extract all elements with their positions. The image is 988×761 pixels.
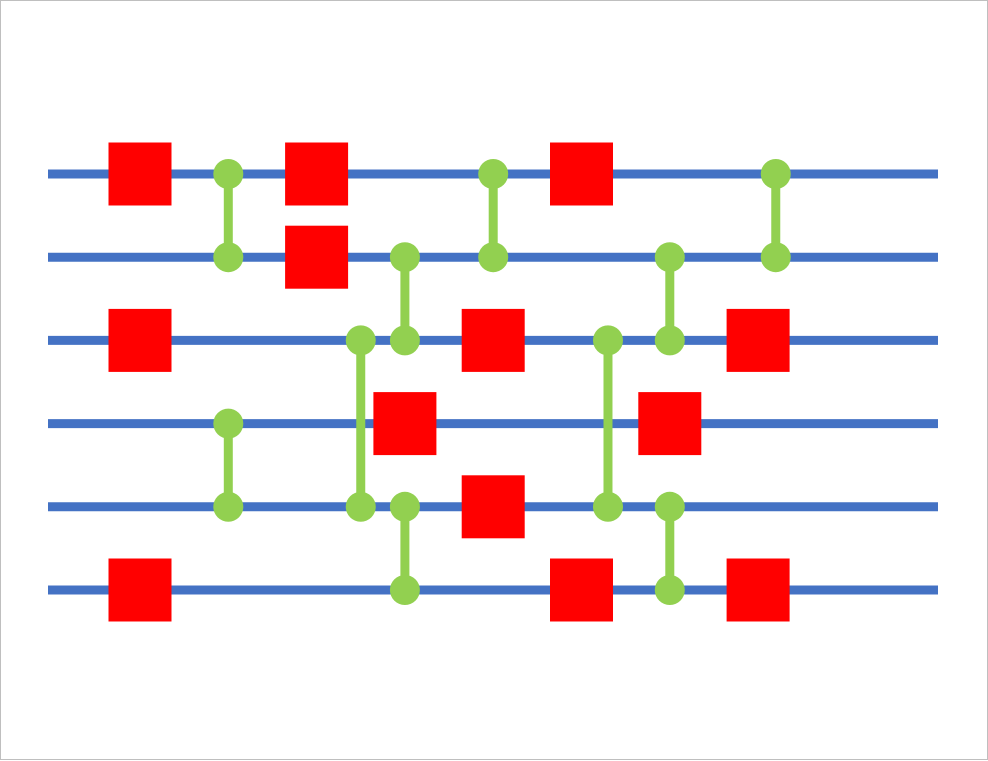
two-qubit-gate-nodes bbox=[213, 159, 791, 605]
single-qubit-gate-1 bbox=[108, 308, 172, 372]
two-qubit-gate-node-6-b bbox=[592, 491, 623, 522]
two-qubit-gate-node-3-a bbox=[389, 242, 420, 273]
two-qubit-gate-node-2-a bbox=[345, 325, 376, 356]
two-qubit-gate-node-1-a bbox=[213, 408, 244, 439]
single-qubit-gate-12 bbox=[726, 558, 790, 622]
two-qubit-gate-node-3-b bbox=[389, 325, 420, 356]
two-qubit-gate-node-0-a bbox=[213, 159, 244, 189]
single-qubit-gate-4 bbox=[285, 225, 349, 289]
single-qubit-gate-10 bbox=[638, 392, 702, 456]
two-qubit-gate-node-5-b bbox=[478, 242, 509, 273]
two-qubit-gate-node-9-b bbox=[760, 242, 791, 273]
two-qubit-gate-node-0-b bbox=[213, 242, 244, 273]
two-qubit-gate-node-9-a bbox=[760, 159, 791, 189]
single-qubit-gate-5 bbox=[373, 392, 437, 456]
two-qubit-gate-node-5-a bbox=[478, 159, 509, 189]
single-qubit-gate-6 bbox=[461, 308, 525, 372]
two-qubit-gate-node-1-b bbox=[213, 491, 244, 522]
two-qubit-gate-node-2-b bbox=[345, 491, 376, 522]
single-qubit-gates bbox=[108, 142, 790, 622]
single-qubit-gate-3 bbox=[285, 142, 349, 206]
single-qubit-gate-7 bbox=[461, 475, 525, 539]
single-qubit-gate-9 bbox=[550, 558, 613, 622]
two-qubit-gate-node-7-b bbox=[654, 325, 685, 356]
two-qubit-gate-node-8-b bbox=[654, 575, 685, 605]
two-qubit-gate-node-6-a bbox=[592, 325, 623, 356]
two-qubit-gate-node-4-a bbox=[389, 491, 420, 522]
two-qubit-gate-node-7-a bbox=[654, 242, 685, 273]
single-qubit-gate-11 bbox=[726, 308, 790, 372]
single-qubit-gate-0 bbox=[108, 142, 172, 206]
two-qubit-gate-node-4-b bbox=[389, 575, 420, 605]
single-qubit-gate-8 bbox=[550, 142, 613, 206]
single-qubit-gate-2 bbox=[108, 558, 172, 622]
two-qubit-gate-node-8-a bbox=[654, 491, 685, 522]
